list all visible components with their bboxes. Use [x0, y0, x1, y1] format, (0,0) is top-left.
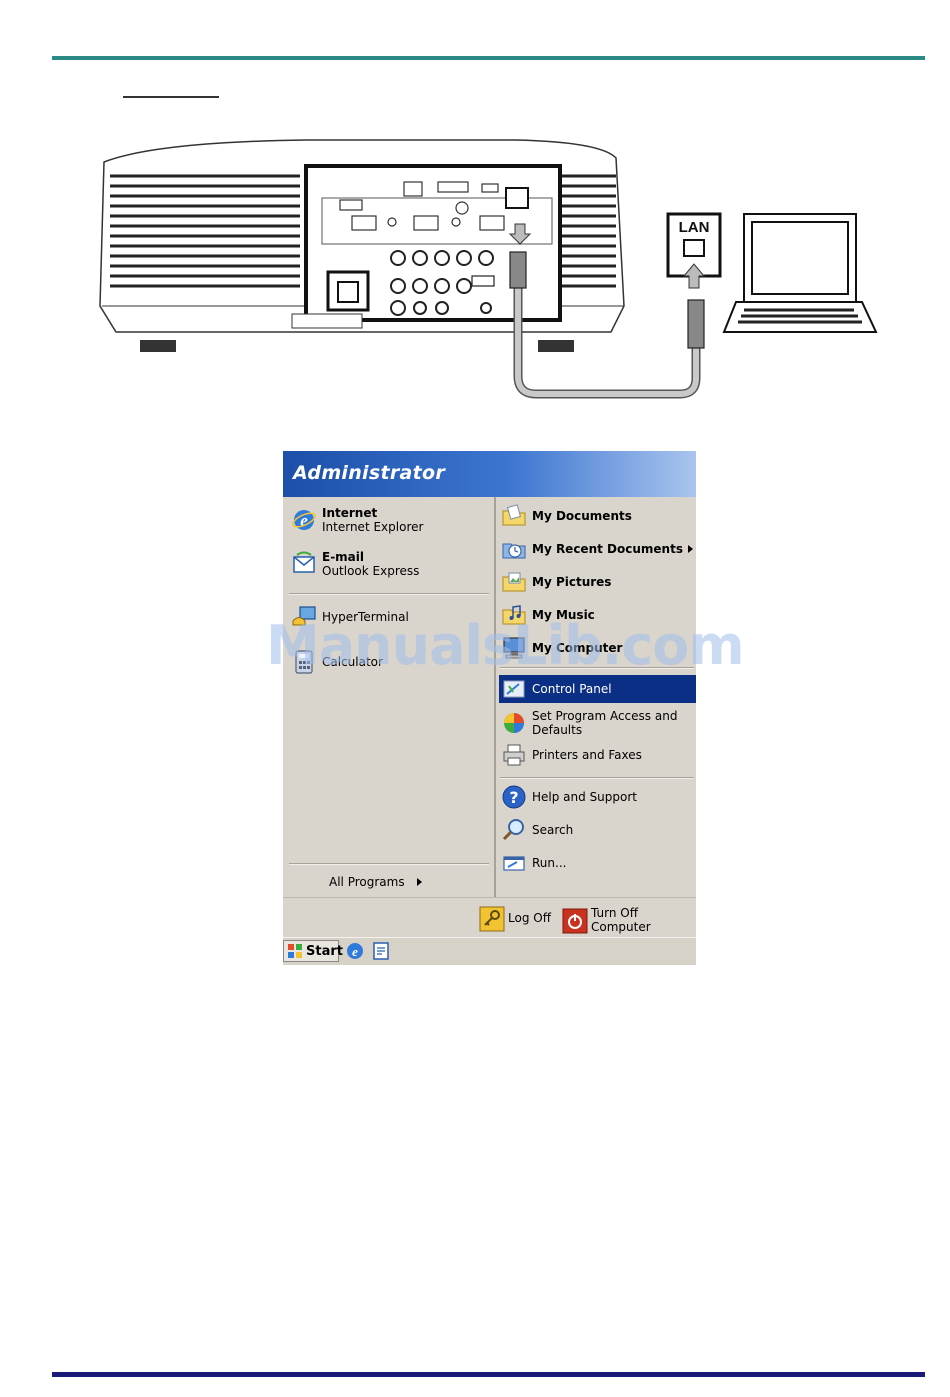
quicklaunch-ie-icon[interactable]: e	[345, 941, 365, 961]
right-separator-1	[500, 667, 694, 669]
folder-pictures-icon	[501, 569, 527, 595]
search-label: Search	[532, 823, 574, 837]
pinned-internet-title: Internet	[322, 506, 378, 520]
outlook-express-icon	[291, 551, 317, 577]
set-program-access-item[interactable]: Set Program Access and Defaults	[501, 709, 691, 737]
laptop-illustration	[722, 213, 878, 333]
bottom-rule	[52, 1372, 925, 1377]
pane-divider	[494, 497, 496, 897]
my-computer-item[interactable]: My Computer	[501, 635, 622, 661]
heading-underline	[123, 96, 219, 98]
taskbar: Start e	[283, 937, 696, 965]
turn-off-button[interactable]: Turn Off Computer	[562, 906, 696, 934]
lan-label: LAN	[679, 219, 710, 236]
pinned-internet-subtitle: Internet Explorer	[322, 520, 424, 534]
hyperterminal-icon	[291, 604, 317, 630]
all-programs-arrow-icon	[416, 878, 422, 886]
windows-logo-icon	[287, 943, 303, 959]
start-menu: Administrator e Internet Internet Explor…	[283, 451, 696, 965]
lan-cable	[509, 251, 705, 399]
my-computer-label: My Computer	[532, 641, 623, 655]
recent-documents-arrow-icon	[688, 545, 693, 553]
my-music-label: My Music	[532, 608, 595, 622]
set-program-access-label: Set Program Access and Defaults	[532, 709, 678, 737]
watermark: ManualsLib.com	[266, 614, 745, 677]
run-icon	[501, 850, 527, 876]
my-recent-documents-item[interactable]: My Recent Documents	[501, 536, 696, 562]
svg-text:e: e	[300, 511, 308, 530]
run-label: Run...	[532, 856, 567, 870]
all-programs-button[interactable]: All Programs	[329, 875, 422, 889]
log-off-label: Log Off	[508, 911, 551, 925]
lan-connection-diagram: LAN	[99, 139, 878, 399]
pinned-email-subtitle: Outlook Express	[322, 564, 420, 578]
start-label: Start	[306, 943, 343, 959]
right-separator-2	[500, 777, 694, 779]
printers-faxes-label: Printers and Faxes	[532, 748, 642, 762]
control-panel-item[interactable]: Control Panel	[499, 675, 696, 703]
help-support-label: Help and Support	[532, 790, 637, 804]
my-pictures-label: My Pictures	[532, 575, 612, 589]
search-icon	[501, 817, 527, 843]
my-pictures-item[interactable]: My Pictures	[501, 569, 611, 595]
my-documents-item[interactable]: My Documents	[501, 503, 632, 529]
calculator-icon	[291, 649, 317, 675]
my-music-item[interactable]: My Music	[501, 602, 595, 628]
help-icon: ?	[501, 784, 527, 810]
run-item[interactable]: Run...	[501, 850, 566, 876]
control-panel-icon	[501, 676, 527, 702]
start-button[interactable]: Start	[283, 940, 343, 962]
my-recent-documents-label: My Recent Documents	[532, 542, 683, 556]
help-support-item[interactable]: ? Help and Support	[501, 784, 637, 810]
my-documents-label: My Documents	[532, 509, 632, 523]
control-panel-label: Control Panel	[532, 682, 612, 696]
projector-illustration	[99, 139, 625, 352]
quicklaunch-outlook-icon[interactable]	[371, 941, 391, 961]
recent-documents-icon	[501, 536, 527, 562]
turn-off-label: Turn Off Computer	[591, 906, 651, 934]
key-icon	[479, 906, 505, 932]
recent-calculator[interactable]: Calculator	[291, 649, 383, 675]
user-name: Administrator	[293, 462, 446, 484]
left-separator-2	[289, 863, 489, 865]
printers-faxes-item[interactable]: Printers and Faxes	[501, 742, 642, 768]
computer-icon	[501, 635, 527, 661]
left-pane	[283, 497, 494, 897]
internet-explorer-icon: e	[291, 507, 317, 533]
recent-hyperterminal-label: HyperTerminal	[322, 610, 409, 624]
svg-text:?: ?	[509, 788, 518, 807]
start-menu-header: Administrator	[283, 451, 696, 497]
search-item[interactable]: Search	[501, 817, 573, 843]
log-off-button[interactable]: Log Off	[479, 906, 551, 932]
all-programs-label: All Programs	[329, 875, 405, 889]
program-access-icon	[501, 710, 527, 736]
folder-music-icon	[501, 602, 527, 628]
folder-documents-icon	[501, 503, 527, 529]
top-rule	[52, 56, 925, 60]
pinned-internet[interactable]: e Internet Internet Explorer	[291, 506, 423, 534]
recent-calculator-label: Calculator	[322, 655, 383, 669]
recent-hyperterminal[interactable]: HyperTerminal	[291, 604, 409, 630]
left-separator-1	[289, 593, 489, 595]
power-icon	[562, 908, 588, 934]
printer-icon	[501, 742, 527, 768]
lan-wall-port: LAN	[666, 212, 722, 289]
svg-text:e: e	[352, 944, 358, 959]
pinned-email[interactable]: E-mail Outlook Express	[291, 550, 419, 578]
pinned-email-title: E-mail	[322, 550, 365, 564]
